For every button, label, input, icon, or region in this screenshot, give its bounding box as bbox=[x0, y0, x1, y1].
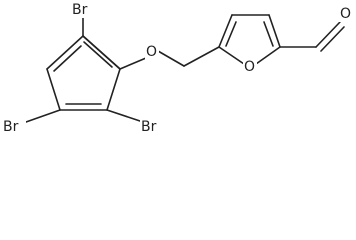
aryl-bond-c6-c1 bbox=[82, 35, 121, 70]
aryl-bond-c4-c5 bbox=[46, 68, 61, 111]
furan-bond-c3-c2 bbox=[268, 14, 281, 48]
aryl-bond-c2-c3 bbox=[106, 68, 121, 111]
furan-bond-c2-o bbox=[255, 46, 281, 65]
furan-bond-o-c5 bbox=[218, 46, 245, 65]
aldehyde-oxygen-label-bg bbox=[339, 6, 353, 22]
bond-br-bottom-left bbox=[25, 109, 61, 123]
furan-double-bond-right bbox=[263, 21, 274, 47]
aryl-inner-bond-3 bbox=[53, 45, 82, 72]
br-bottom-right-label-bg bbox=[140, 118, 164, 134]
furan-oxygen-label-bg bbox=[243, 59, 257, 75]
furan-oxygen-label: O bbox=[244, 59, 255, 75]
ether-oxygen-label-bg bbox=[145, 44, 159, 60]
br-bottom-left-label: Br bbox=[3, 119, 19, 135]
bond-ether-oxygen-methylene bbox=[157, 50, 185, 67]
structure-canvas: Br Br Br O O O bbox=[2, 2, 353, 135]
bond-br-bottom-right bbox=[106, 109, 144, 123]
br-bottom-left-label-bg bbox=[2, 118, 26, 134]
furan-bond-c5-c4 bbox=[218, 14, 233, 48]
furan-double-bond-left bbox=[225, 21, 237, 47]
aldehyde-oxygen-label: O bbox=[340, 6, 351, 22]
ether-oxygen-label: O bbox=[146, 44, 157, 60]
br-top-label-bg bbox=[71, 2, 95, 18]
chemical-structure-diagram: Br Br Br O O O bbox=[2, 2, 353, 135]
br-top-label: Br bbox=[72, 2, 88, 18]
aryl-bond-c5-c6 bbox=[46, 35, 84, 70]
aryl-inner-bond-1 bbox=[83, 41, 113, 68]
aldehyde-carbonyl-bond-1 bbox=[315, 21, 341, 48]
aldehyde-carbonyl-bond-2 bbox=[320, 26, 345, 52]
bond-methylene-furan bbox=[183, 46, 220, 67]
br-bottom-right-label: Br bbox=[141, 119, 157, 135]
bond-aryl-ether-oxygen bbox=[119, 57, 147, 70]
